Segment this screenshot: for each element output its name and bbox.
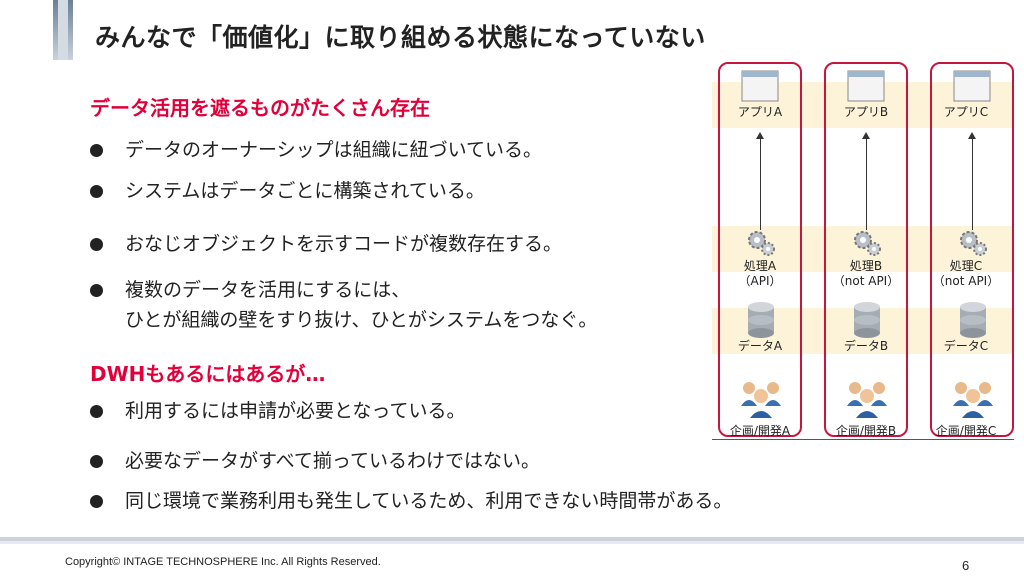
bullet-text: 利用するには申請が必要となっている。 (125, 400, 466, 422)
database-icon (960, 302, 986, 338)
process-label: 処理C (949, 259, 983, 273)
arrow-up (760, 138, 761, 230)
database-icon (854, 302, 880, 338)
gear-icon (854, 231, 881, 256)
bullet-item: 必要なデータがすべて揃っているわけではない。 (90, 446, 540, 476)
page-number: 6 (962, 558, 970, 573)
gear-icon (960, 231, 987, 256)
bullet-icon (90, 455, 103, 468)
silo-column-a (718, 62, 802, 437)
bullet-icon (90, 238, 103, 251)
app-window-icon (847, 70, 885, 102)
footer-rule (0, 537, 1024, 541)
bullet-item: システムはデータごとに構築されている。 (90, 176, 485, 206)
bullet-item: 複数のデータを活用にするには、 ひとが組織の壁をすり抜け、ひとがシステムをつなぐ… (90, 275, 597, 335)
bullet-icon (90, 405, 103, 418)
app-label: アプリC (943, 105, 989, 119)
bullet-icon (90, 284, 103, 297)
data-label: データB (843, 339, 889, 353)
bullet-text: 複数のデータを活用にするには、 ひとが組織の壁をすり抜け、ひとがシステムをつなぐ… (125, 279, 598, 331)
silo-column-b (824, 62, 908, 437)
people-icon (847, 382, 887, 418)
bullet-icon (90, 495, 103, 508)
process-label: 処理A (743, 259, 777, 273)
diagram-baseline (712, 439, 1014, 440)
data-label: データA (737, 339, 783, 353)
app-label: アプリB (843, 105, 889, 119)
bullet-icon (90, 185, 103, 198)
bullet-icon (90, 144, 103, 157)
bullet-text: データのオーナーシップは組織に紐づいている。 (125, 139, 543, 161)
bullet-text: 必要なデータがすべて揃っているわけではない。 (125, 450, 540, 472)
app-window-icon (741, 70, 779, 102)
title-accent-stripe (58, 0, 68, 60)
people-icon (741, 382, 781, 418)
app-label: アプリA (737, 105, 783, 119)
section-heading-obstacles: データ活用を遮るものがたくさん存在 (90, 96, 430, 120)
bullet-text: システムはデータごとに構築されている。 (125, 180, 485, 202)
people-icon (953, 382, 993, 418)
bullet-item: 利用するには申請が必要となっている。 (90, 396, 465, 426)
bullet-text: 同じ環境で業務利用も発生しているため、利用できない時間帯がある。 (125, 490, 733, 512)
database-icon (748, 302, 774, 338)
arrow-head (862, 132, 870, 139)
bullet-text: おなじオブジェクトを示すコードが複数存在する。 (125, 233, 563, 255)
arrow-head (968, 132, 976, 139)
process-label: 処理B (849, 259, 883, 273)
api-label: （not API） (832, 274, 900, 288)
bullet-item: おなじオブジェクトを示すコードが複数存在する。 (90, 229, 562, 259)
team-label: 企画/開発A (729, 424, 791, 438)
data-label: データC (943, 339, 989, 353)
api-label: （API） (738, 274, 782, 288)
silo-diagram: アプリA 処理A （API） データA 企画/開発A アプリB 処理B （not… (712, 58, 1014, 443)
footer-rule-light (0, 541, 1024, 544)
bullet-item: 同じ環境で業務利用も発生しているため、利用できない時間帯がある。 (90, 486, 732, 516)
team-label: 企画/開発B (835, 424, 897, 438)
bullet-item: データのオーナーシップは組織に紐づいている。 (90, 135, 542, 165)
copyright-text: Copyright© INTAGE TECHNOSPHERE Inc. All … (65, 556, 381, 568)
arrow-up (972, 138, 973, 230)
silo-column-c (930, 62, 1014, 437)
api-label: （not API） (932, 274, 1000, 288)
arrow-head (756, 132, 764, 139)
gear-icon (748, 231, 775, 256)
app-window-icon (953, 70, 991, 102)
team-label: 企画/開発C (935, 424, 997, 438)
section-heading-dwh: DWHもあるにはあるが… (90, 362, 326, 386)
page-title: みんなで「価値化」に取り組める状態になっていない (95, 23, 706, 52)
arrow-up (866, 138, 867, 230)
